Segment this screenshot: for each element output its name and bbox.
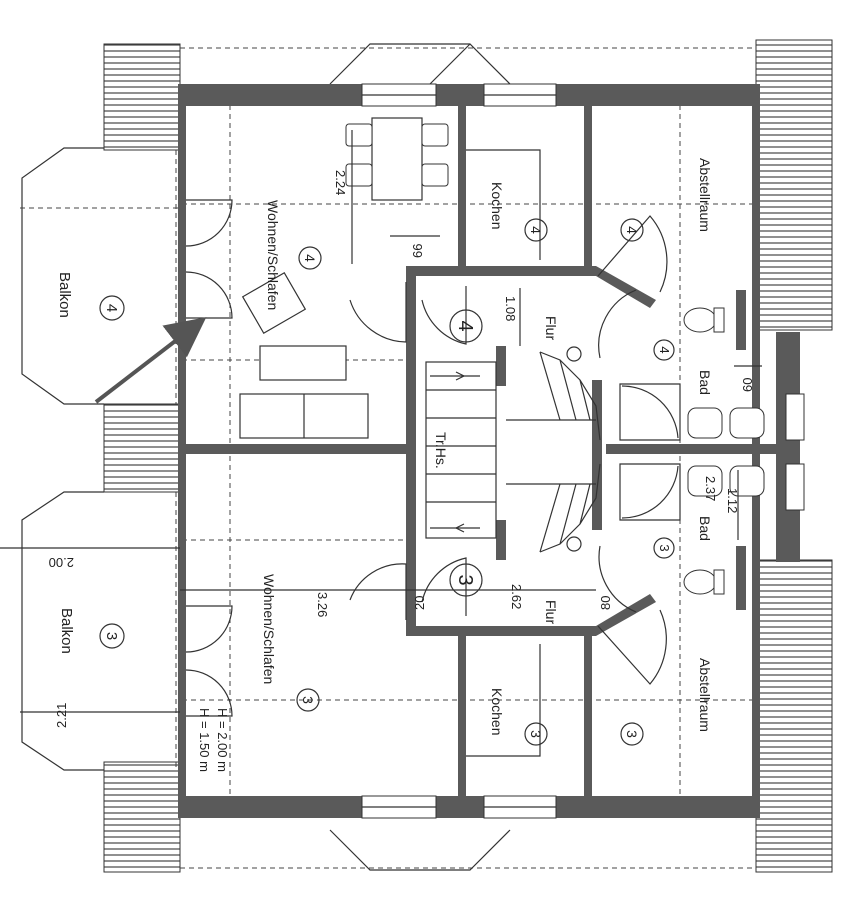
pointer-arrow [94, 317, 207, 404]
dim-200: 2.00 [49, 555, 74, 570]
bad-lower-label: Bad [697, 516, 713, 541]
dim-20: 20 [412, 596, 427, 610]
balcony-doors [185, 199, 233, 717]
kochen-upper-num: 4 [528, 226, 544, 234]
abstell-lower-num: 3 [624, 730, 640, 738]
height-note-1: H = 1.50 m [197, 708, 212, 772]
wohnen-upper-num: 4 [302, 254, 318, 262]
treppenhaus-label: Tr.Hs. [433, 432, 449, 469]
bathroom-fixtures [619, 307, 805, 595]
dim-237: 2.37 [703, 476, 718, 501]
flur-lower-num: 3 [454, 574, 476, 585]
bad-lower-num: 3 [657, 544, 672, 551]
balcony-outlines [20, 147, 180, 771]
room-doors [349, 215, 668, 685]
roof-hatching [103, 39, 833, 873]
roof-outline [180, 43, 756, 871]
dimension-lines [0, 130, 762, 713]
flur-upper-label: Flur [543, 316, 559, 340]
height-note-2: H = 2.00 m [215, 708, 230, 772]
balkon-lower-label: Balkon [58, 608, 75, 654]
room-labels: Wohnen/Schlafen 4 Wohnen/Schlafen 3 Balk… [56, 158, 713, 746]
bad-upper-label: Bad [697, 370, 713, 395]
dimension-labels: 2.24 66 1.08 60 2.37 1.12 2.00 3.26 20 2… [49, 170, 755, 728]
balkon-lower-num: 3 [103, 632, 120, 640]
windows [361, 83, 557, 819]
kochen-lower-num: 3 [528, 730, 544, 738]
wohnen-lower-label: Wohnen/Schlafen [261, 574, 277, 684]
balkon-upper-num: 4 [103, 304, 120, 312]
dim-224: 2.24 [333, 170, 348, 195]
kochen-lower-label: Kochen [489, 688, 505, 735]
height-notes: H = 1.50 m H = 2.00 m [197, 708, 230, 772]
abstell-upper-num: 4 [624, 226, 640, 234]
dim-262: 2.62 [509, 584, 524, 609]
interior-walls [182, 106, 776, 796]
abstell-lower-label: Abstellraum [697, 658, 713, 732]
wohnen-upper-label: Wohnen/Schlafen [265, 200, 281, 310]
dim-326: 3.26 [315, 592, 330, 617]
kitchen-counters [466, 149, 541, 757]
dim-221: 2.21 [54, 703, 69, 728]
kochen-upper-label: Kochen [489, 182, 505, 229]
dim-108: 1.08 [503, 296, 518, 321]
balkon-upper-label: Balkon [56, 272, 73, 318]
bad-upper-num: 4 [657, 346, 672, 353]
dim-80: 80 [598, 596, 613, 610]
wohnen-lower-num: 3 [300, 696, 316, 704]
abstell-upper-label: Abstellraum [697, 158, 713, 232]
dim-60: 60 [740, 378, 755, 392]
staircase [425, 346, 601, 553]
flur-upper-num: 4 [454, 320, 476, 331]
flur-lower-label: Flur [543, 600, 559, 624]
dim-112: 1.12 [725, 488, 740, 513]
dim-66: 66 [410, 244, 425, 258]
